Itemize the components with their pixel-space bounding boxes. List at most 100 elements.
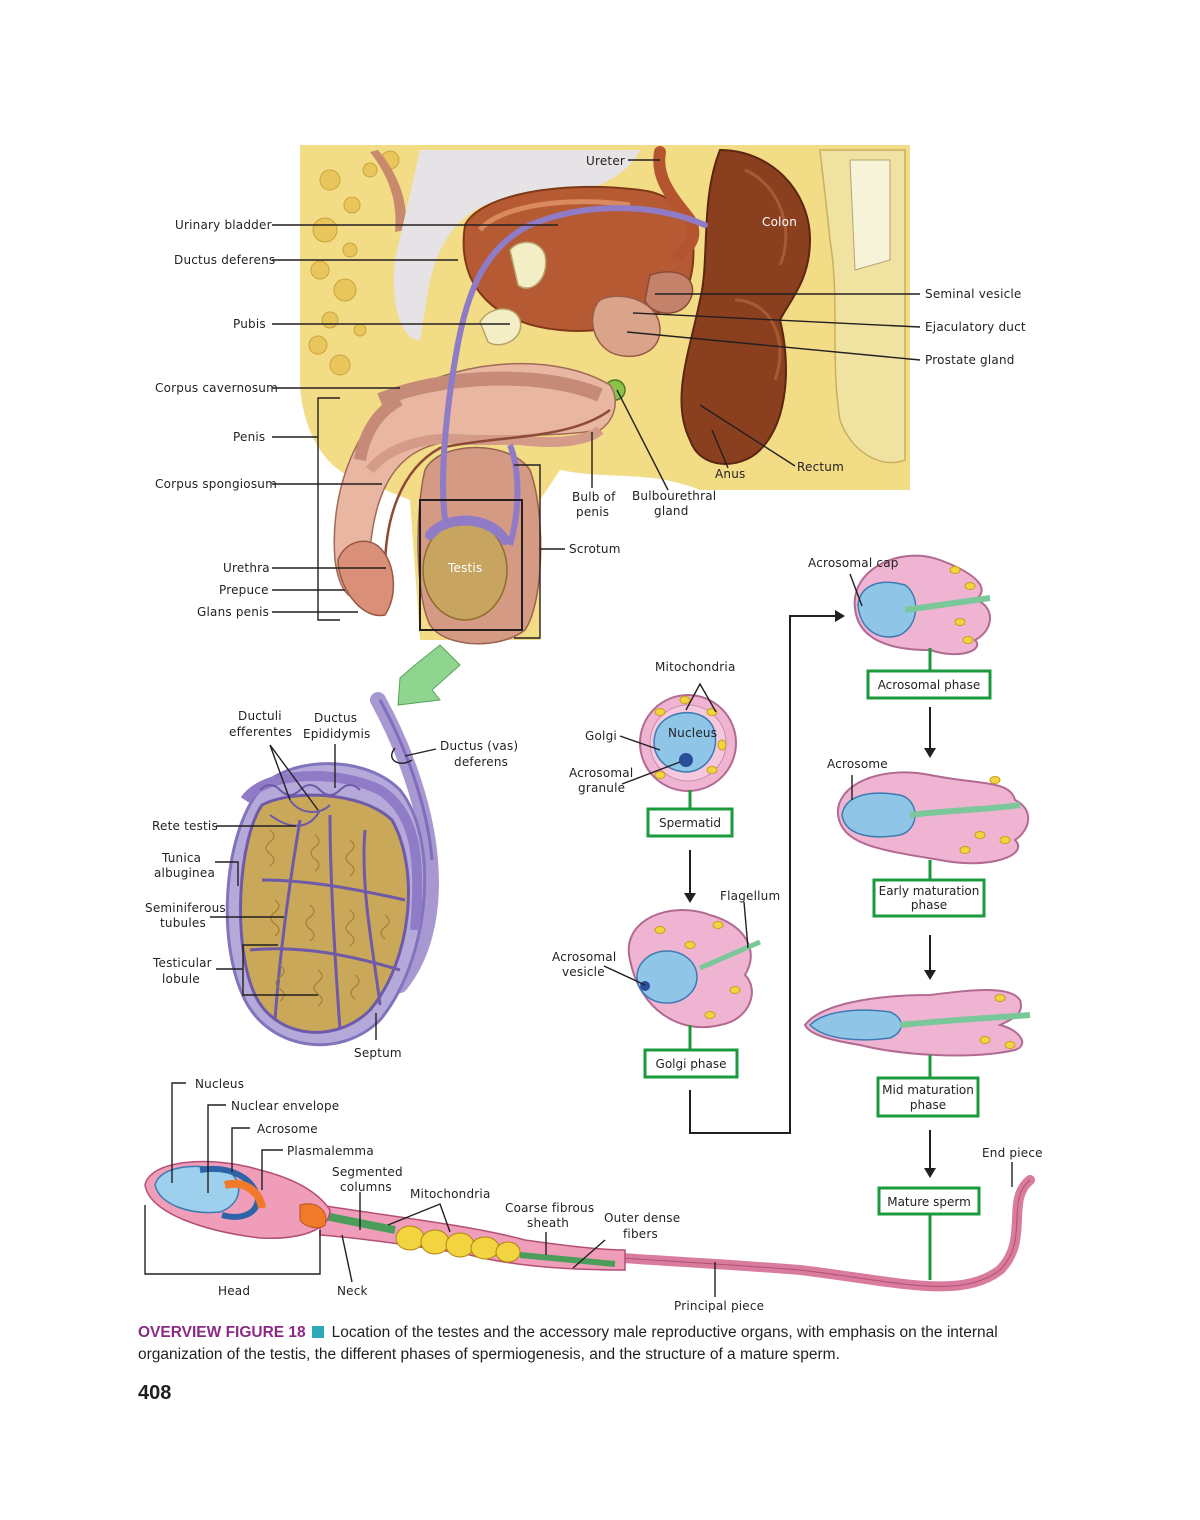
golgi-phase-cell: [627, 909, 761, 1029]
label-prostate-gland: Prostate gland: [925, 353, 1015, 367]
label-mitochondria-sperm: Mitochondria: [410, 1187, 491, 1201]
label-acrosome-right: Acrosome: [827, 757, 888, 771]
phase-spermatid: Spermatid: [659, 816, 721, 830]
pelvic-leader-lines: [272, 159, 921, 639]
label-mitochondria-top: Mitochondria: [655, 660, 736, 674]
mid-maturation-cell: [803, 989, 1031, 1057]
testis-labels: Ductuli efferentes Ductus Epididymis Duc…: [145, 709, 518, 1060]
label-coarse-fibrous-2: sheath: [527, 1216, 569, 1230]
box-early-maturation: [872, 878, 986, 918]
label-principal-piece: Principal piece: [674, 1299, 764, 1313]
label-ductus-deferens: Ductus deferens: [174, 253, 275, 267]
label-segmented-columns: Segmented: [332, 1165, 403, 1179]
box-golgi-phase: [643, 1048, 739, 1079]
label-rete-testis: Rete testis: [152, 819, 218, 833]
label-bulb-of-penis-2: penis: [576, 505, 609, 519]
label-ductus-vas: Ductus (vas): [440, 739, 518, 753]
pelvic-labels: Ureter Urinary bladder Ductus deferens P…: [155, 154, 1026, 619]
label-ductus-epididymis-2: Epididymis: [303, 727, 370, 741]
caption-text: Location of the testes and the accessory…: [138, 1324, 998, 1363]
label-nucleus-cell: Nucleus: [668, 726, 717, 740]
label-nuclear-envelope: Nuclear envelope: [231, 1099, 339, 1113]
label-acrosomal-granule-2: granule: [578, 781, 625, 795]
label-plasmalemma: Plasmalemma: [287, 1144, 374, 1158]
label-end-piece: End piece: [982, 1146, 1043, 1160]
label-seminiferous: Seminiferous: [145, 901, 226, 915]
phase-boxes: [643, 669, 992, 1216]
flow-arrows: [689, 615, 931, 1168]
sperm-labels: Nucleus Nuclear envelope Acrosome Plasma…: [195, 1077, 764, 1313]
phase-acrosomal: Acrosomal phase: [878, 678, 981, 692]
label-colon: Colon: [762, 215, 797, 229]
label-tunica-2: albuginea: [154, 866, 215, 880]
testis-leader-lines: [210, 744, 437, 1040]
label-flagellum: Flagellum: [720, 889, 780, 903]
label-ductuli-2: efferentes: [229, 725, 292, 739]
caption-square-icon: [311, 1326, 324, 1338]
early-maturation-cell: [836, 771, 1030, 865]
phase-labels: Spermatid Golgi phase Acrosomal phase Ea…: [656, 678, 981, 1209]
label-bulbourethral-2: gland: [654, 504, 689, 518]
zoom-arrow: [397, 644, 461, 706]
phase-early-2: phase: [911, 898, 947, 912]
label-seminal-vesicle: Seminal vesicle: [925, 287, 1022, 301]
box-spermatid: [646, 807, 734, 838]
flow-arrowheads: [684, 610, 936, 1178]
label-testis: Testis: [447, 561, 482, 575]
label-urethra: Urethra: [223, 561, 270, 575]
label-corpus-spongiosum: Corpus spongiosum: [155, 477, 277, 491]
label-ureter: Ureter: [586, 154, 625, 168]
label-ejaculatory-duct: Ejaculatory duct: [925, 320, 1026, 334]
label-bulbourethral: Bulbourethral: [632, 489, 716, 503]
testis-detail: [225, 692, 439, 1047]
label-penis: Penis: [233, 430, 265, 444]
label-acrosomal-vesicle: Acrosomal: [552, 950, 616, 964]
phase-mid-1: Mid maturation: [882, 1083, 974, 1097]
phase-mature-sperm: Mature sperm: [887, 1195, 971, 1209]
spermatid-cell: [639, 694, 737, 792]
label-testicular-2: lobule: [162, 972, 200, 986]
label-bulb-of-penis: Bulb of: [572, 490, 616, 504]
label-outer-dense-2: fibers: [623, 1227, 658, 1241]
label-ductuli: Ductuli: [238, 709, 282, 723]
label-acrosomal-cap: Acrosomal cap: [808, 556, 899, 570]
label-seminiferous-2: tubules: [160, 916, 206, 930]
label-head: Head: [218, 1284, 250, 1298]
label-scrotum: Scrotum: [569, 542, 621, 556]
box-mid-maturation: [876, 1076, 980, 1118]
phase-early-1: Early maturation: [879, 884, 980, 898]
label-tunica: Tunica: [161, 851, 201, 865]
label-testicular: Testicular: [152, 956, 212, 970]
pelvic-section: [300, 145, 910, 645]
acrosomal-phase-cell: [853, 554, 991, 656]
label-outer-dense: Outer dense: [604, 1211, 680, 1225]
label-neck: Neck: [337, 1284, 368, 1298]
overview-figure: Ureter Urinary bladder Ductus deferens P…: [144, 145, 1043, 1313]
label-ductus-epididymis: Ductus: [314, 711, 357, 725]
box-mature-sperm: [877, 1186, 981, 1216]
label-ductus-vas-2: deferens: [454, 755, 508, 769]
spermio-leader-lines: [603, 573, 863, 986]
box-acrosomal-phase: [866, 669, 992, 700]
label-golgi: Golgi: [585, 729, 617, 743]
phase-connectors: [688, 648, 932, 1280]
label-nucleus-sperm: Nucleus: [195, 1077, 244, 1091]
label-coarse-fibrous: Coarse fibrous: [505, 1201, 594, 1215]
label-pubis: Pubis: [233, 317, 266, 331]
sperm-leader-lines: [144, 1082, 1013, 1297]
label-acrosomal-vesicle-2: vesicle: [562, 965, 605, 979]
label-segmented-columns-2: columns: [340, 1180, 392, 1194]
label-acrosomal-granule: Acrosomal: [569, 766, 633, 780]
label-corpus-cavernosum: Corpus cavernosum: [155, 381, 278, 395]
label-urinary-bladder: Urinary bladder: [175, 218, 272, 232]
phase-golgi: Golgi phase: [656, 1057, 727, 1071]
spermiogenesis: [627, 554, 1031, 1057]
label-prepuce: Prepuce: [219, 583, 269, 597]
label-acrosome-sperm: Acrosome: [257, 1122, 318, 1136]
figure-label: OVERVIEW FIGURE 18: [138, 1324, 306, 1341]
label-anus: Anus: [715, 467, 745, 481]
phase-mid-2: phase: [910, 1098, 946, 1112]
label-glans-penis: Glans penis: [197, 605, 269, 619]
spermio-labels: Mitochondria Golgi Nucleus Acrosomal gra…: [552, 556, 1043, 1160]
